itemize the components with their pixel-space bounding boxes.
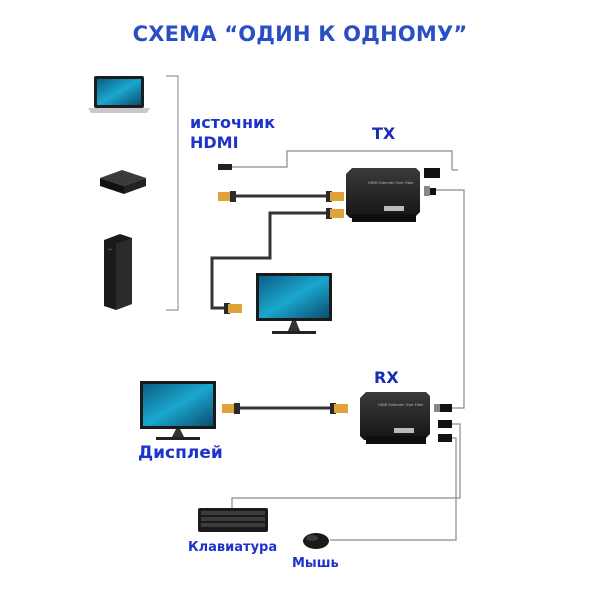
media-box-icon <box>100 170 146 194</box>
pc-tower-icon <box>104 234 132 310</box>
rx-label: RX <box>374 368 399 387</box>
keyboard-icon <box>198 508 268 532</box>
rx-extender-unit: HDMI Extender Over Fiber <box>360 392 430 444</box>
tx-aux-line <box>230 150 453 170</box>
local-monitor-icon <box>256 273 332 334</box>
source-label-line2: HDMI <box>190 133 239 152</box>
diagram-title: СХЕМА “ОДИН К ОДНОМУ” <box>132 22 468 46</box>
keyboard-usb-line <box>231 423 461 508</box>
tx-label: TX <box>372 124 396 143</box>
rx-unit-text: HDMI Extender Over Fiber <box>378 403 424 407</box>
tx-aux-plug <box>218 164 232 170</box>
tx-ports <box>424 168 440 196</box>
tx-extender-unit: HDMI Extender Over Fiber <box>346 168 420 222</box>
laptop-icon <box>88 76 150 113</box>
mouse-icon <box>303 533 329 549</box>
mouse-usb-line <box>330 437 457 541</box>
fiber-line <box>436 189 465 409</box>
keyboard-label: Клавиатура <box>188 540 278 555</box>
rx-ports <box>434 404 452 442</box>
hdmi-cable-loopout <box>210 208 344 314</box>
hdmi-cable-source <box>218 191 344 202</box>
source-bracket <box>166 75 179 311</box>
tx-unit-text: HDMI Extender Over Fiber <box>368 181 414 185</box>
remote-monitor-icon <box>140 381 216 440</box>
mouse-label: Мышь <box>292 556 339 571</box>
display-label: Дисплей <box>138 443 223 463</box>
hdmi-cable-display <box>222 403 348 414</box>
source-label-line1: источник <box>190 113 276 132</box>
